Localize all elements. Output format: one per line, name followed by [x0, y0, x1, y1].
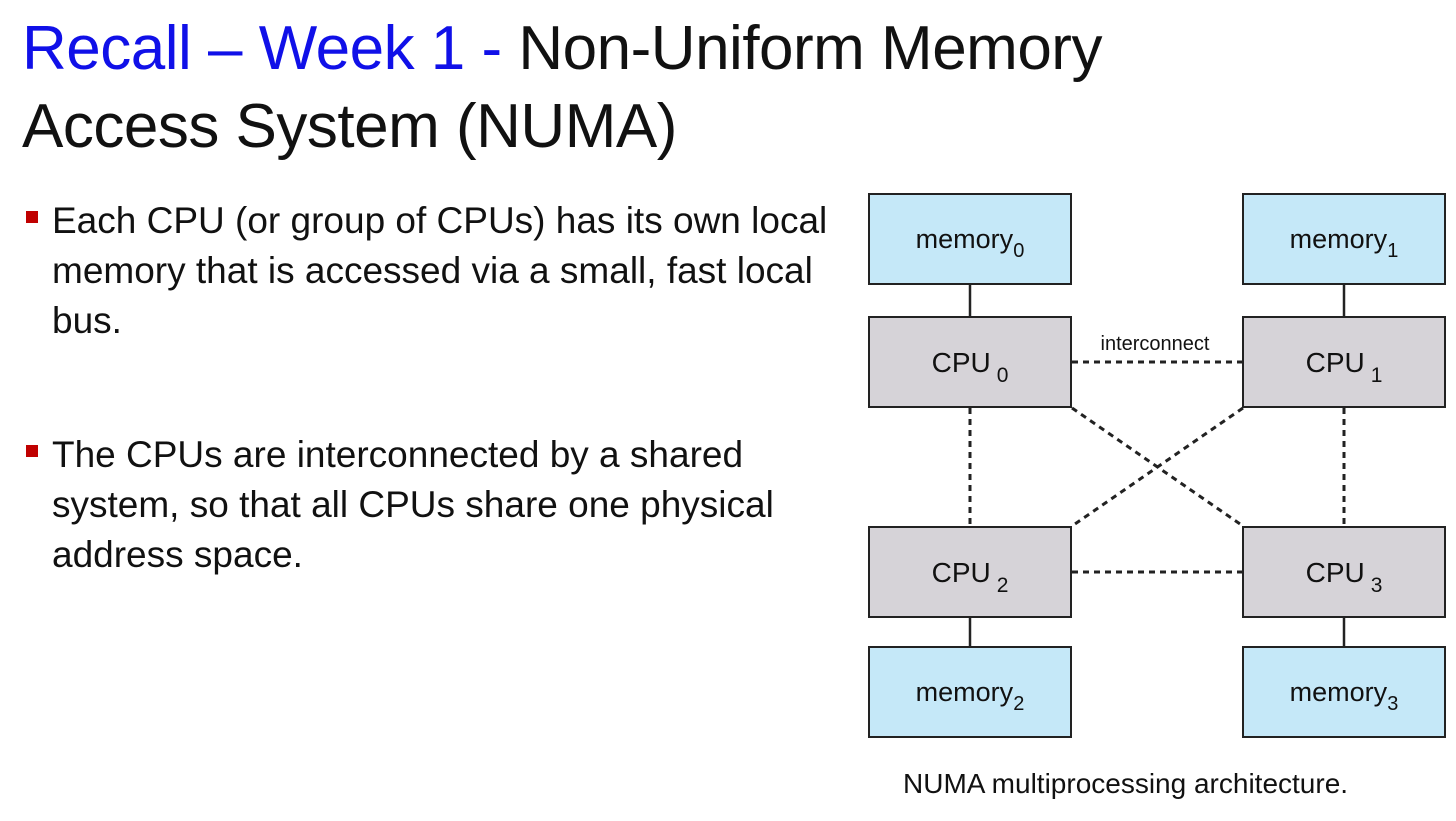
- memory-subscript: 2: [1013, 693, 1024, 715]
- title-accent: Recall – Week 1 -: [22, 14, 502, 83]
- cpu-box: CPU 3: [1242, 526, 1446, 618]
- memory-box: memory0: [868, 193, 1072, 285]
- diagram-caption: NUMA multiprocessing architecture.: [903, 768, 1349, 799]
- memory-label: memory: [1290, 677, 1388, 707]
- svg-text:memory3: memory3: [1290, 677, 1399, 715]
- cpu-box: CPU 1: [1242, 316, 1446, 408]
- svg-text:memory0: memory0: [916, 224, 1025, 262]
- memory-subscript: 0: [1013, 240, 1024, 262]
- bullet-marker-icon: [26, 211, 38, 223]
- title-line2: Access System (NUMA): [22, 92, 677, 161]
- slide-title: Recall – Week 1 - Non-Uniform Memory Acc…: [22, 10, 1202, 166]
- memory-label: memory: [916, 677, 1014, 707]
- svg-text:memory1: memory1: [1290, 224, 1399, 262]
- cpu-box: CPU 0: [868, 316, 1072, 408]
- memory-box: memory2: [868, 646, 1072, 738]
- cpu-label: CPU: [1306, 557, 1365, 588]
- cpu-subscript: 1: [1371, 364, 1383, 387]
- svg-text:memory2: memory2: [916, 677, 1025, 715]
- bullet-item: The CPUs are interconnected by a shared …: [24, 430, 844, 580]
- title-line1-rest: Non-Uniform Memory: [518, 14, 1102, 83]
- cpu-subscript: 2: [997, 574, 1009, 597]
- bullet-item: Each CPU (or group of CPUs) has its own …: [24, 196, 844, 346]
- memory-box: memory1: [1242, 193, 1446, 285]
- interconnect-label: interconnect: [1101, 333, 1210, 355]
- cpu-subscript: 3: [1371, 574, 1383, 597]
- memory-box: memory3: [1242, 646, 1446, 738]
- cpu-label: CPU: [932, 557, 991, 588]
- bullet-text: The CPUs are interconnected by a shared …: [52, 434, 774, 575]
- cpu-subscript: 0: [997, 364, 1009, 387]
- memory-subscript: 1: [1387, 240, 1398, 262]
- bullet-marker-icon: [26, 445, 38, 457]
- cpu-box: CPU 2: [868, 526, 1072, 618]
- cpu1-cpu2-interconnect: [1071, 406, 1244, 528]
- memory-label: memory: [1290, 224, 1388, 254]
- bullet-text: Each CPU (or group of CPUs) has its own …: [52, 200, 828, 341]
- cpu-label: CPU: [1306, 347, 1365, 378]
- cpu-label: CPU: [932, 347, 991, 378]
- bullet-list: Each CPU (or group of CPUs) has its own …: [24, 196, 844, 580]
- memory-label: memory: [916, 224, 1014, 254]
- memory-subscript: 3: [1387, 693, 1398, 715]
